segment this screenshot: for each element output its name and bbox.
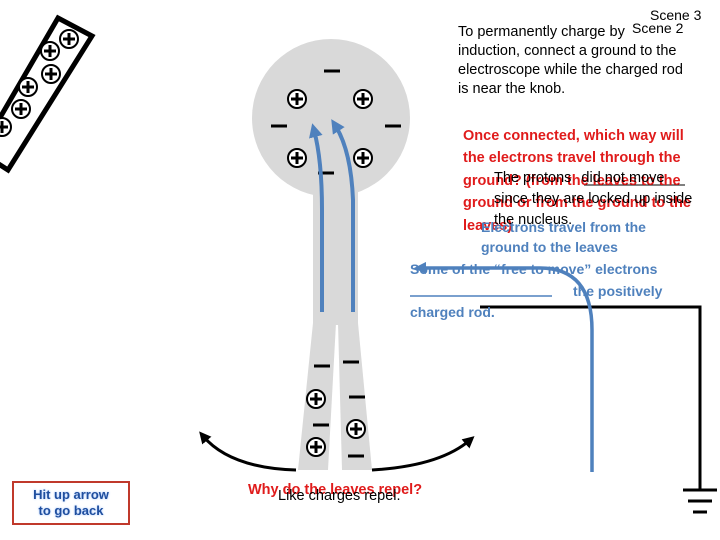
ground-wire xyxy=(480,305,717,514)
plus-charge xyxy=(306,389,326,409)
repel-arrow-left xyxy=(199,431,297,472)
rod-plus-charges xyxy=(0,29,79,137)
scene-label-front: Scene 3 xyxy=(650,7,702,23)
electron-direction-answer: Electrons travel from the ground to the … xyxy=(481,219,646,256)
electroscope xyxy=(252,39,410,470)
protons-prefix: The protons xyxy=(494,170,572,186)
back-button[interactable]: Hit up arrow to go back xyxy=(12,481,130,525)
plus-charge xyxy=(287,148,307,168)
free-electrons-end: charged rod. xyxy=(410,304,495,321)
plus-charge xyxy=(306,437,326,457)
plus-charge xyxy=(346,419,366,439)
electron-flow-arrow-left xyxy=(309,123,324,312)
electron-flow-arrow-right xyxy=(331,119,355,312)
plus-charge xyxy=(287,89,307,109)
repel-arrows xyxy=(199,431,475,472)
protons-answer: did not move xyxy=(581,170,665,186)
free-electrons-start: Some of the “free to move” electrons xyxy=(410,261,658,277)
free-electrons-statement: Some of the “free to move” electrons the… xyxy=(410,259,700,324)
repel-answer: Like charges repel. xyxy=(278,488,401,504)
electroscope-charges xyxy=(271,69,401,458)
free-electrons-blank-word: the positively xyxy=(573,282,663,299)
charged-rod xyxy=(0,14,96,174)
electron-flow-arrows xyxy=(309,119,355,312)
ground-electron-arrow xyxy=(413,261,594,472)
protons-statement: The protons did not move since they are … xyxy=(494,168,694,231)
repel-arrow-right xyxy=(371,436,475,472)
scene-label-back: Scene 2 xyxy=(632,20,684,36)
protons-rest: since they are locked up inside the nucl… xyxy=(494,191,693,229)
electron-direction-question: Once connected, which way will the elect… xyxy=(463,128,691,234)
plus-charge xyxy=(353,89,373,109)
repel-question: Why do the leaves repel? xyxy=(248,482,423,498)
induction-instructions: To permanently charge by induction, conn… xyxy=(458,24,683,97)
plus-charge xyxy=(353,148,373,168)
back-button-label: Hit up arrow to go back xyxy=(33,487,109,518)
